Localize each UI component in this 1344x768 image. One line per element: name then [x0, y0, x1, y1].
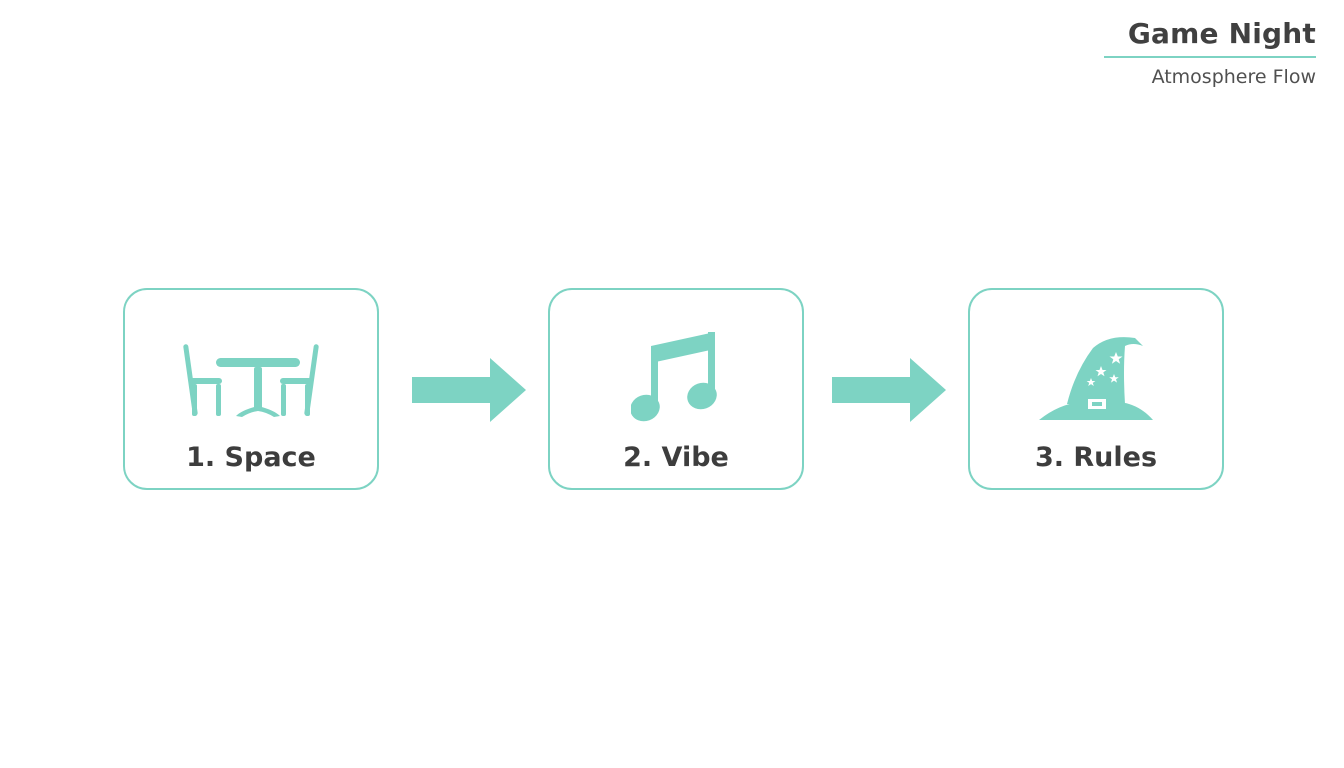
wizard-hat-icon	[970, 332, 1222, 428]
step-label: 2. Vibe	[623, 442, 729, 473]
step-box-rules: 3. Rules	[968, 288, 1224, 490]
page-subtitle: Atmosphere Flow	[1151, 66, 1316, 88]
arrow-right-icon	[832, 358, 946, 422]
page-title: Game Night	[1127, 17, 1316, 50]
step-label: 3. Rules	[1034, 442, 1158, 473]
header: Game Night Atmosphere Flow	[1104, 14, 1316, 90]
table-chairs-icon	[125, 332, 377, 428]
arrow-right-icon	[412, 358, 526, 422]
step-label: 1. Space	[186, 442, 316, 473]
music-note-icon	[550, 332, 802, 428]
step-box-vibe: 2. Vibe	[548, 288, 804, 490]
title-underline	[1104, 56, 1316, 58]
step-box-space: 1. Space	[123, 288, 379, 490]
